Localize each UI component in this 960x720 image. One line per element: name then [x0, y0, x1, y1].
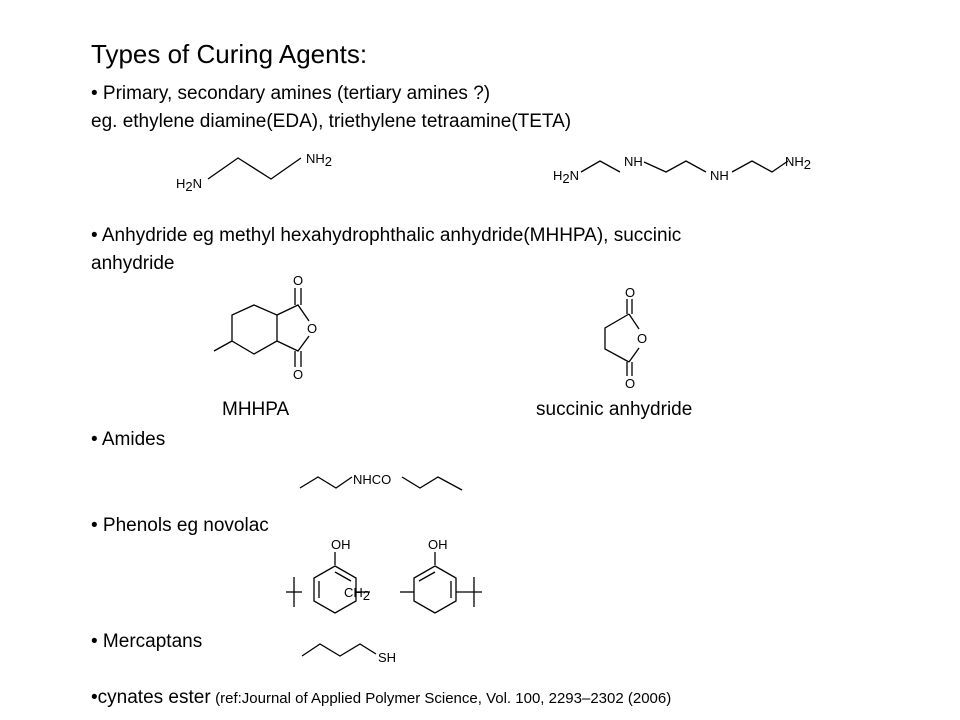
eda-nh2-label: NH2 — [306, 151, 332, 169]
amines-bullet: • Primary, secondary amines (tertiary am… — [91, 83, 491, 104]
novolac-structure: OH CH2 OH — [286, 537, 482, 614]
mhhpa-anhydride-ring — [276, 304, 310, 322]
amines-examples: eg. ethylene diamine(EDA), triethylene t… — [91, 111, 572, 132]
succinic-ring-o-top — [628, 313, 640, 330]
mhhpa-cyclohexane-ring — [231, 304, 278, 355]
teta-chain-a — [580, 160, 621, 173]
novolac-ring-left — [313, 565, 357, 614]
succinic-label: succinic anhydride — [536, 399, 693, 420]
teta-chain-c — [731, 160, 789, 173]
mhhpa-anhydride-ring-lower — [276, 335, 310, 352]
mhhpa-label: MHHPA — [222, 399, 290, 420]
succinic-ring — [604, 313, 630, 363]
novolac-oh-right: OH — [428, 537, 448, 552]
slide-title: Types of Curing Agents: — [91, 39, 368, 69]
novolac-ch2-label: CH2 — [344, 585, 370, 603]
mercaptans-bullet: • Mercaptans — [91, 631, 203, 652]
amide-structure: NHCO — [299, 472, 463, 491]
teta-nh-b-label: NH — [710, 168, 729, 183]
novolac-ring-left-double — [318, 571, 352, 598]
amide-chain-right — [401, 476, 463, 491]
mhhpa-o-bottom: O — [293, 367, 303, 382]
anhydride-bullet-line1: • Anhydride eg methyl hexahydrophthalic … — [91, 225, 682, 246]
mhhpa-structure: O O O — [213, 273, 317, 382]
succinic-structure: O O O — [604, 285, 647, 391]
anhydride-bullet-line2: anhydride — [91, 253, 175, 274]
novolac-ring-right-double — [418, 571, 452, 598]
mhhpa-methyl — [213, 340, 233, 352]
amide-nhco-label: NHCO — [353, 472, 391, 487]
succinic-o-bottom: O — [625, 376, 635, 391]
succinic-ring-o-bottom — [628, 347, 640, 363]
eda-structure: H2N NH2 — [176, 151, 332, 194]
novolac-ring-right — [413, 565, 457, 614]
novolac-oh-left: OH — [331, 537, 351, 552]
mhhpa-o-ring: O — [307, 321, 317, 336]
teta-chain-b — [643, 160, 707, 173]
mercaptan-sh-label: SH — [378, 650, 396, 665]
mercaptan-structure: SH — [301, 643, 396, 665]
teta-structure: H2N NH NH NH2 — [553, 154, 811, 186]
cyanate-bullet: •cynates ester — [91, 687, 211, 708]
cyanate-reference: (ref:Journal of Applied Polymer Science,… — [215, 690, 672, 707]
mercaptan-chain — [301, 643, 377, 657]
teta-nh2-label: NH2 — [785, 154, 811, 172]
eda-h2n-label: H2N — [176, 176, 202, 194]
eda-chain — [207, 157, 302, 180]
cyanate-line: •cynates ester (ref:Journal of Applied P… — [91, 688, 671, 707]
phenols-bullet: • Phenols eg novolac — [91, 515, 269, 536]
teta-nh-a-label: NH — [624, 154, 643, 169]
amide-chain-left — [299, 476, 353, 489]
teta-h2n-label: H2N — [553, 168, 579, 186]
succinic-o-top: O — [625, 285, 635, 300]
mhhpa-o-top: O — [293, 273, 303, 288]
succinic-o-ring: O — [637, 331, 647, 346]
amides-bullet: • Amides — [91, 429, 166, 450]
